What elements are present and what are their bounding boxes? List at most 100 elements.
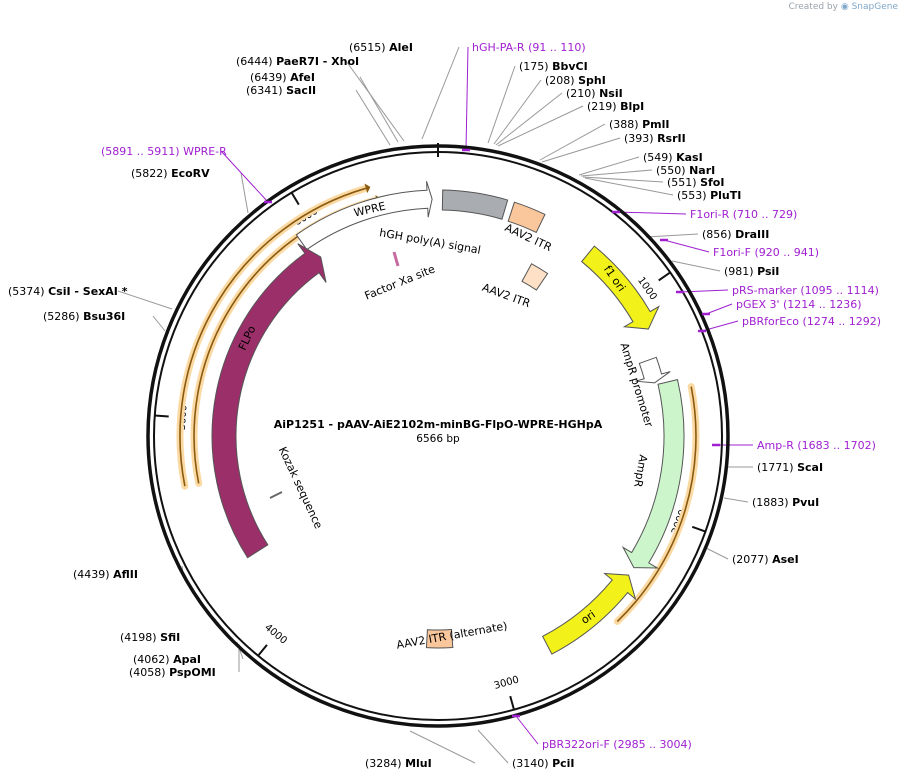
credit-brand: SnapGene	[851, 2, 898, 12]
site-position: (3140)	[512, 757, 552, 770]
orf-ampr-arc	[616, 386, 697, 623]
site-position: (393)	[624, 132, 657, 145]
site-nsii: (210) NsiI	[566, 87, 623, 100]
primer-leader	[220, 150, 269, 203]
primer-range: (920 .. 941)	[754, 246, 819, 259]
tick-label-4000: 4000	[262, 622, 289, 647]
orf-flpo-outer-arc-halo	[176, 184, 370, 490]
site-label: (210) NsiI	[566, 87, 623, 100]
feature-hgh-polya	[441, 189, 509, 220]
site-label: (856) DraIII	[702, 228, 769, 241]
primer-prs-marker: pRS-marker (1095 .. 1114)	[676, 284, 879, 297]
site-label: (4198) SfiI	[120, 631, 180, 644]
snapgene-credit: Created by ◉ SnapGene	[788, 2, 898, 12]
plasmid-name: AiP1251 - pAAV-AiE2102m-minBG-FlpO-WPRE-…	[274, 418, 603, 431]
feature-aav2-itr-2-label: AAV2 ITR	[480, 281, 532, 311]
site-name: EcoRV	[171, 167, 210, 180]
site-draiii: (856) DraIII	[702, 228, 769, 241]
site-leader	[359, 76, 399, 143]
site-position: (4062)	[133, 653, 173, 666]
feature-ampr-promoter-label: AmpR promoter	[617, 341, 655, 429]
primer-range: (710 .. 729)	[733, 208, 798, 221]
site-label: (553) PluTI	[677, 189, 741, 202]
primer-label: F1ori-F (920 .. 941)	[713, 246, 819, 259]
site-sacii: (6341) SacII	[246, 84, 316, 97]
site-position: (551)	[667, 176, 700, 189]
primer-name: hGH-PA-R	[472, 41, 528, 54]
site-label: (175) BbvCI	[519, 60, 588, 73]
site-pluti: (553) PluTI	[677, 189, 741, 202]
primer-hgh-pa-r: hGH-PA-R (91 .. 110)	[462, 41, 586, 152]
tick-label-3000: 3000	[493, 674, 520, 691]
site-name: PmlI	[642, 118, 669, 131]
primer-range: (91 .. 110)	[528, 41, 586, 54]
site-mlui: (3284) MluI	[365, 757, 432, 770]
site-rsrii: (393) RsrII	[624, 132, 686, 145]
site-label: (550) NarI	[656, 164, 715, 177]
site-name: PsiI	[757, 265, 779, 278]
tick-mark-6000	[290, 192, 300, 206]
site-name: BlpI	[620, 100, 644, 113]
site-label: (5286) Bsu36I	[43, 310, 125, 323]
site-label: (5374) CsiI - SexAI *	[8, 285, 128, 298]
primer-f1ori-f: F1ori-F (920 .. 941)	[660, 238, 819, 259]
site-label: (981) PsiI	[724, 265, 779, 278]
site-position: (208)	[545, 74, 578, 87]
primer-wpre-r: (5891 .. 5911) WPRE-R	[101, 145, 272, 204]
site-position: (2077)	[732, 553, 772, 566]
site-scai: (1771) ScaI	[757, 461, 823, 474]
site-leader	[495, 92, 563, 146]
primer-amp-r: Amp-R (1683 .. 1702)	[712, 439, 876, 452]
site-name: ScaI	[797, 461, 823, 474]
site-position: (1883)	[752, 496, 792, 509]
site-position: (856)	[702, 228, 735, 241]
site-ecorv: (5822) EcoRV	[131, 167, 210, 180]
primer-range: (1274 .. 1292)	[803, 315, 882, 328]
site-position: (210)	[566, 87, 599, 100]
site-position: (6444)	[236, 55, 276, 68]
feature-wpre	[295, 181, 433, 251]
site-leader	[487, 65, 516, 144]
site-bsu36i: (5286) Bsu36I	[43, 310, 125, 323]
tick-mark-5000	[154, 414, 169, 418]
site-alei: (6515) AleI	[349, 41, 413, 54]
site-leader	[541, 137, 621, 163]
primer-pgex-3-: pGEX 3' (1214 .. 1236)	[702, 298, 862, 316]
site-leader	[584, 177, 674, 196]
site-sphi: (208) SphI	[545, 74, 606, 87]
site-position: (175)	[519, 60, 552, 73]
site-position: (4439)	[73, 568, 113, 581]
site-leader	[421, 46, 460, 140]
primer-label: F1ori-R (710 .. 729)	[690, 208, 797, 221]
site-label: (6439) AfeI	[250, 71, 315, 84]
site-position: (1771)	[757, 461, 797, 474]
feature-factor-xa-label: Factor Xa site	[363, 262, 437, 302]
plasmid-title-block: AiP1251 - pAAV-AiE2102m-minBG-FlpO-WPRE-…	[274, 418, 603, 445]
primer-range: (1214 .. 1236)	[783, 298, 862, 311]
primer-label: pBRforEco (1274 .. 1292)	[742, 315, 881, 328]
feature-kozak	[269, 491, 283, 499]
snapgene-logo-icon: ◉	[840, 2, 849, 12]
site-name: PvuI	[792, 496, 819, 509]
site-label: (3284) MluI	[365, 757, 432, 770]
site-label: (4062) ApaI	[133, 653, 201, 666]
feature-ampr	[621, 379, 685, 569]
site-pvui: (1883) PvuI	[752, 496, 819, 509]
feature-flpo	[211, 243, 327, 559]
site-name: PciI	[552, 757, 574, 770]
site-pmli: (388) PmlI	[609, 118, 669, 131]
site-name: Bsu36I	[83, 310, 125, 323]
tick-mark-4000	[257, 644, 268, 657]
site-label: (3140) PciI	[512, 757, 575, 770]
feature-ampr-promoter	[635, 356, 671, 384]
site-pcii: (3140) PciI	[512, 757, 575, 770]
site-position: (5286)	[43, 310, 83, 323]
site-leader	[539, 123, 606, 161]
site-name: BbvCI	[552, 60, 588, 73]
site-position: (219)	[587, 100, 620, 113]
feature-aav2-itr-alt	[425, 628, 454, 649]
site-label: (6444) PaeR7I - XhoI	[236, 55, 359, 68]
site-blpi: (219) BlpI	[587, 100, 644, 113]
plasmid-size: 6566 bp	[416, 433, 460, 445]
